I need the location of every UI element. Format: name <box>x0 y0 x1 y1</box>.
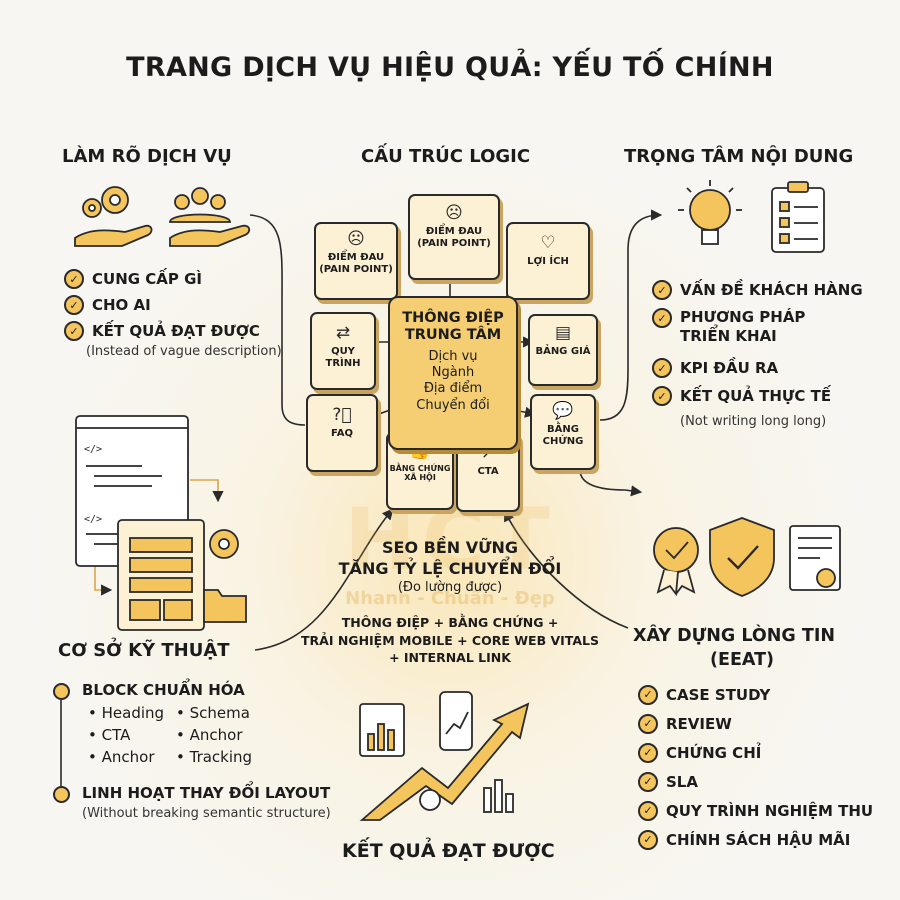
middle-block: SEO BỀN VỮNG TĂNG TỶ LỆ CHUYỂN ĐỔI (Đo l… <box>300 538 600 595</box>
core-message: THÔNG ĐIỆP TRUNG TÂM Dịch vụ Ngành Địa đ… <box>388 296 518 450</box>
pain-point-box-left: ☹ ĐIỂM ĐAU (PAIN POINT) <box>314 222 398 300</box>
code-window-icon: </> </> <box>75 415 247 631</box>
core-lines: Dịch vụ Ngành Địa điểm Chuyển đổi <box>416 348 490 413</box>
trust-item: ✓REVIEW <box>638 709 873 738</box>
flow-icon: ⇄ <box>335 323 351 343</box>
connector-code-down <box>94 560 113 596</box>
focus-item: ✓PHƯƠNG PHÁP TRIỂN KHAI <box>652 304 863 354</box>
measurable-note: (Đo lường được) <box>397 580 503 595</box>
check-icon: ✓ <box>64 269 84 289</box>
block-title: BLOCK CHUẨN HÓA <box>82 681 245 699</box>
focus-item: ✓VẤN ĐỀ KHÁCH HÀNG <box>652 276 863 304</box>
formula-line: THÔNG ĐIỆP + BẰNG CHỨNG + <box>341 615 559 630</box>
focus-item: ✓KẾT QUẢ THỰC TẾ <box>652 382 863 410</box>
content-focus-note: (Not writing long long) <box>680 414 827 429</box>
growth-chart-icon <box>359 691 530 821</box>
block-item: • Anchor <box>88 748 155 766</box>
trust-heading: XÂY DỰNG LÒNG TIN <box>633 626 835 646</box>
check-icon: ✓ <box>638 713 658 734</box>
focus-item: ✓KPI ĐẦU RA <box>652 354 863 382</box>
gears-hand-icon <box>74 186 251 247</box>
block-item: • Tracking <box>176 748 253 766</box>
chat-icon: 💬 <box>552 401 574 421</box>
faq-box: ?⃝ FAQ <box>306 394 378 472</box>
check-icon: ✓ <box>652 280 672 300</box>
content-focus-list: ✓VẤN ĐỀ KHÁCH HÀNG ✓PHƯƠNG PHÁP TRIỂN KH… <box>652 276 863 410</box>
conversion-title: TĂNG TỶ LỆ CHUYỂN ĐỔI <box>338 559 562 578</box>
check-icon: ✓ <box>638 800 658 821</box>
check-icon: ✓ <box>638 829 658 850</box>
check-icon: ✓ <box>652 358 672 378</box>
benefit-box: ♡ LỢI ÍCH <box>506 222 590 300</box>
sad-face-icon: ☹ <box>347 229 365 249</box>
page-title: TRANG DỊCH VỤ HIỆU QUẢ: YẾU TỐ CHÍNH <box>126 52 774 83</box>
check-icon: ✓ <box>638 771 658 792</box>
sad-face-icon: ☹ <box>445 203 463 223</box>
result-heading: KẾT QUẢ ĐẠT ĐƯỢC <box>342 840 555 862</box>
svg-text:</>: </> <box>84 514 102 525</box>
block-item: • Schema <box>176 704 250 722</box>
trust-item: ✓CHÍNH SÁCH HẬU MÃI <box>638 825 873 854</box>
connector-right-mid <box>579 469 643 497</box>
check-icon: ✓ <box>652 386 672 406</box>
content-focus-heading: TRỌNG TÂM NỘI DUNG <box>624 146 854 167</box>
trust-item: ✓QUY TRÌNH NGHIỆM THU <box>638 796 873 825</box>
pain-point-box-top: ☹ ĐIỂM ĐAU (PAIN POINT) <box>408 194 500 280</box>
process-box: ⇄ QUY TRÌNH <box>310 312 376 390</box>
connector-code-right <box>190 479 224 503</box>
trust-item: ✓SLA <box>638 767 873 796</box>
connector-left-top <box>249 214 306 426</box>
check-icon: ✓ <box>64 295 84 315</box>
price-box: ▤ BẢNG GIÁ <box>528 314 598 386</box>
trust-badges-icon <box>653 517 841 597</box>
bullet-dot <box>53 683 70 700</box>
clarify-heading: LÀM RÕ DỊCH VỤ <box>62 146 232 167</box>
formula-line: + INTERNAL LINK <box>389 650 511 665</box>
seo-title: SEO BỀN VỮNG <box>382 538 518 557</box>
clarify-item: ✓KẾT QUẢ ĐẠT ĐƯỢC <box>64 318 260 344</box>
flex-note: (Without breaking semantic structure) <box>82 806 331 821</box>
proof-box: 💬 BẰNG CHỨNG <box>530 394 596 470</box>
clarify-item: ✓CUNG CẤP GÌ <box>64 266 260 292</box>
clarify-note: (Instead of vague description) <box>86 344 282 359</box>
watermark-slogan: Nhanh - Chuẩn - Đẹp <box>345 588 555 609</box>
check-icon: ✓ <box>64 321 84 341</box>
check-icon: ✓ <box>652 308 672 328</box>
clipboard-icon: ▤ <box>554 323 572 343</box>
formula-block: THÔNG ĐIỆP + BẰNG CHỨNG + TRẢI NGHIỆM MO… <box>290 614 610 667</box>
block-item: • CTA <box>88 726 131 744</box>
trust-list: ✓CASE STUDY ✓REVIEW ✓CHỨNG CHỈ ✓SLA ✓QUY… <box>638 680 873 854</box>
core-title: THÔNG ĐIỆP TRUNG TÂM <box>402 310 504 344</box>
clarify-item: ✓CHO AI <box>64 292 260 318</box>
connector-right-top <box>599 209 663 421</box>
trust-item: ✓CASE STUDY <box>638 680 873 709</box>
question-icon: ?⃝ <box>332 405 352 425</box>
bullet-dot <box>53 786 70 803</box>
svg-text:</>: </> <box>84 444 102 455</box>
trust-item: ✓CHỨNG CHỈ <box>638 738 873 767</box>
block-item: • Heading <box>88 704 165 722</box>
formula-line: TRẢI NGHIỆM MOBILE + CORE WEB VITALS <box>301 632 599 648</box>
eeat-heading: (EEAT) <box>710 650 775 670</box>
clarify-list: ✓CUNG CẤP GÌ ✓CHO AI ✓KẾT QUẢ ĐẠT ĐƯỢC <box>64 266 260 344</box>
flex-title: LINH HOẠT THAY ĐỔI LAYOUT <box>82 784 331 802</box>
tech-heading: CƠ SỞ KỸ THUẬT <box>58 640 230 661</box>
connector-right-bottom <box>503 510 629 629</box>
lightbulb-checklist-icon <box>678 180 825 253</box>
check-icon: ✓ <box>638 742 658 763</box>
logic-heading: CẤU TRÚC LOGIC <box>361 146 531 167</box>
check-icon: ✓ <box>638 684 658 705</box>
connector-left-bottom <box>254 508 394 651</box>
block-item: • Anchor <box>176 726 243 744</box>
heart-hand-icon: ♡ <box>540 233 556 253</box>
